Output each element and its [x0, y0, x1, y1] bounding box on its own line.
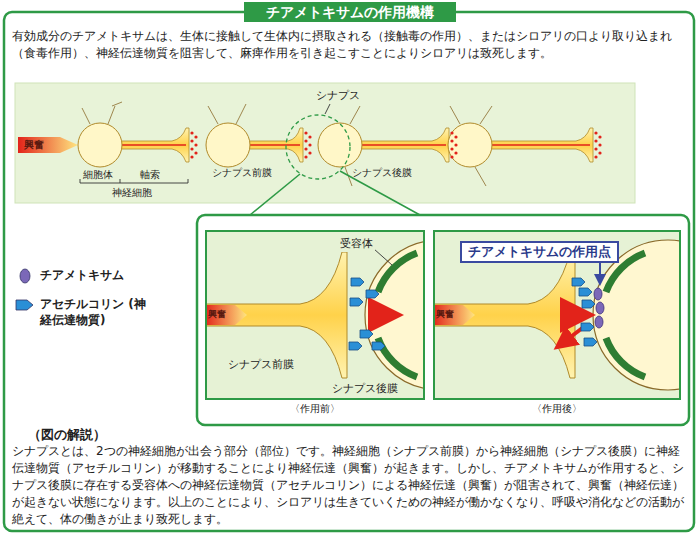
legend-row: アセチルコリン (神経伝達物質)	[14, 296, 152, 328]
panel-caption: 〈作用後〉	[435, 402, 679, 416]
part-label: シナプス	[316, 89, 360, 104]
part-label: シナプス後膜	[352, 166, 412, 180]
part-label: 軸索	[140, 168, 160, 182]
panel-after: 〈作用後〉チアメトキサムの作用点	[433, 230, 681, 400]
part-label: 神経細胞	[112, 186, 152, 200]
panel-caption: 〈作用前〉	[207, 402, 423, 416]
section-heading: （図の解説）	[28, 427, 106, 444]
part-label: 細胞体	[83, 168, 113, 182]
part-label: シナプス前膜	[226, 358, 296, 373]
panel-before: 〈作用前〉	[205, 230, 425, 400]
callout-box: チアメトキサムの作用点	[460, 241, 619, 263]
legend-swatch	[14, 297, 36, 313]
part-label: 興奮	[24, 138, 44, 152]
part-label: 興奮	[208, 308, 226, 320]
part-label: 受容体	[338, 237, 375, 252]
part-label: シナプス前膜	[212, 166, 272, 180]
paragraph: シナプスとは、2つの神経細胞が出会う部分（部位）です。神経細胞（シナプス前膜）か…	[12, 443, 690, 528]
title-banner: チアメトキサムの作用機構	[244, 2, 456, 22]
paragraph: 有効成分のチアメトキサムは、生体に接触して生体内に摂取される（接触毒の作用）、ま…	[12, 28, 690, 62]
part-label: 興奮	[436, 308, 454, 320]
part-label: シナプス後膜	[330, 382, 400, 397]
legend-text: アセチルコリン (神経伝達物質)	[40, 296, 152, 328]
legend-text: チアメトキサム	[40, 267, 152, 283]
legend-row: チアメトキサム	[14, 267, 152, 284]
legend-swatch	[14, 268, 36, 284]
callout-text: チアメトキサムの作用点	[468, 244, 611, 260]
